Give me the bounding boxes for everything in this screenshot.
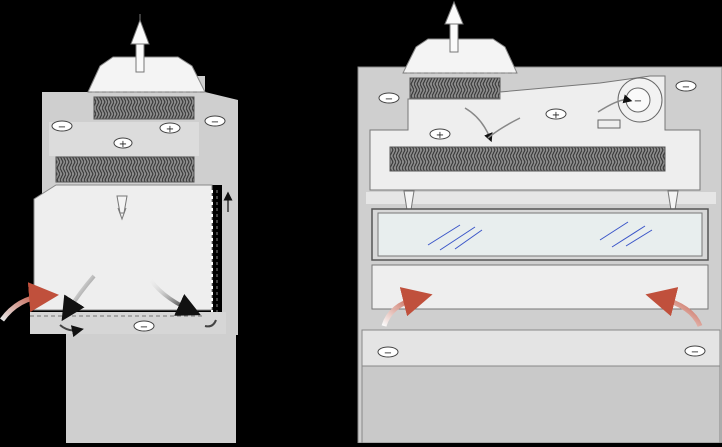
front-work-opening [371,264,709,310]
side-work-surface [30,312,226,334]
front-supply-hepa-filter [389,146,666,172]
side-negative-pressure-symbol: − [204,115,226,128]
side-negative-pressure-symbol: − [133,320,155,333]
side-exhaust-hepa-filter [93,96,195,120]
side-positive-pressure-symbol: + [113,137,133,150]
svg-text:−: − [211,117,219,128]
svg-text:−: − [634,96,642,107]
svg-text:−: − [385,94,393,105]
front-lower-panel [361,329,721,367]
side-room-air-arrow [0,282,59,322]
side-airflow-right-arrow [146,274,201,316]
front-negative-pressure-symbol: − [377,346,399,359]
svg-text:+: + [119,139,127,150]
front-glass-reflection [427,221,653,251]
side-negative-pressure-symbol: − [51,120,73,133]
svg-text:+: + [552,110,560,121]
front-blower-fan: − [597,77,663,129]
front-negative-pressure-symbol: − [675,80,697,93]
front-positive-pressure-symbol: + [429,128,451,141]
svg-text:+: + [436,130,444,141]
svg-text:−: − [384,348,392,359]
side-airflow-left-arrow [61,274,96,322]
front-exhaust-arrow [444,0,464,53]
svg-text:−: − [682,82,690,93]
front-room-air-arrow-right [645,287,703,328]
front-negative-pressure-symbol: − [684,345,706,358]
front-room-air-arrow-left [381,287,433,327]
side-view: − − + + − [0,14,238,443]
front-exhaust-hepa-filter [409,77,501,99]
front-base-cabinet [361,365,721,444]
svg-text:−: − [140,322,148,333]
front-negative-pressure-symbol: − [378,92,400,105]
side-exhaust-dome [87,56,206,93]
svg-text:−: − [58,122,66,133]
svg-text:−: − [691,347,699,358]
side-base-stand [66,333,236,443]
side-positive-pressure-symbol: + [159,122,181,135]
front-view: − − [357,0,722,444]
side-exhaust-arrow [130,14,150,73]
front-exhaust-dome [402,38,518,74]
front-positive-pressure-symbol: + [545,108,567,121]
side-supply-hepa-filter [55,156,195,183]
svg-text:+: + [166,124,174,135]
